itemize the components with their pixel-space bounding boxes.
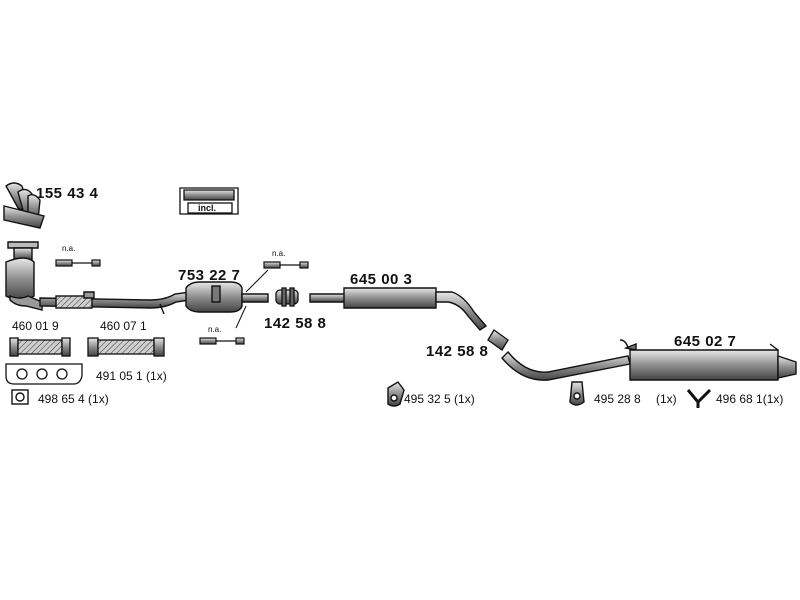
label-rear-silencer: 645 02 7 xyxy=(674,333,737,350)
label-hanger: 496 68 1(1x) xyxy=(716,392,784,406)
mounting-kit-box xyxy=(179,187,239,215)
lambda-sensor-3 xyxy=(199,337,245,345)
callout-lines xyxy=(235,269,269,329)
hanger-part[interactable] xyxy=(686,388,712,408)
clamp-b-part[interactable] xyxy=(487,329,509,351)
rubber-mount-b-part[interactable] xyxy=(569,381,585,406)
gasket-part[interactable] xyxy=(5,363,83,385)
catalyst-part[interactable] xyxy=(185,281,269,313)
label-na-2: n.a. xyxy=(272,249,286,258)
label-na-1: n.a. xyxy=(62,244,76,253)
rubber-mount-a-part[interactable] xyxy=(387,381,405,407)
label-rubber-mount-a: 495 32 5 (1x) xyxy=(404,392,475,406)
label-clamp-a: 142 58 8 xyxy=(264,315,327,332)
lambda-sensor-1 xyxy=(55,259,101,267)
manifold-part[interactable] xyxy=(3,182,45,229)
flex-pipe-a-part[interactable] xyxy=(9,337,71,357)
label-rubber-mount-b-qty: (1x) xyxy=(656,392,677,406)
middle-silencer-part[interactable] xyxy=(309,287,488,331)
label-na-3: n.a. xyxy=(208,325,222,334)
label-flex-pipe-b: 460 07 1 xyxy=(100,319,147,333)
label-clamp-b: 142 58 8 xyxy=(426,343,489,360)
label-square-gasket: 498 65 4 (1x) xyxy=(38,392,109,406)
square-gasket-part[interactable] xyxy=(11,389,29,405)
lambda-sensor-2 xyxy=(263,261,309,269)
label-incl: incl. xyxy=(198,203,217,213)
label-rubber-mount-b: 495 28 8 xyxy=(594,392,641,406)
clamp-a-part[interactable] xyxy=(275,287,299,307)
label-middle-silencer: 645 00 3 xyxy=(350,271,413,288)
label-gasket: 491 05 1 (1x) xyxy=(96,369,167,383)
label-manifold: 155 43 4 xyxy=(36,185,99,202)
label-catalyst: 753 22 7 xyxy=(178,267,241,284)
front-pipe-catalyst[interactable] xyxy=(5,241,191,315)
label-flex-pipe-a: 460 01 9 xyxy=(12,319,59,333)
flex-pipe-b-part[interactable] xyxy=(87,337,165,357)
rear-silencer-part[interactable] xyxy=(501,339,797,381)
